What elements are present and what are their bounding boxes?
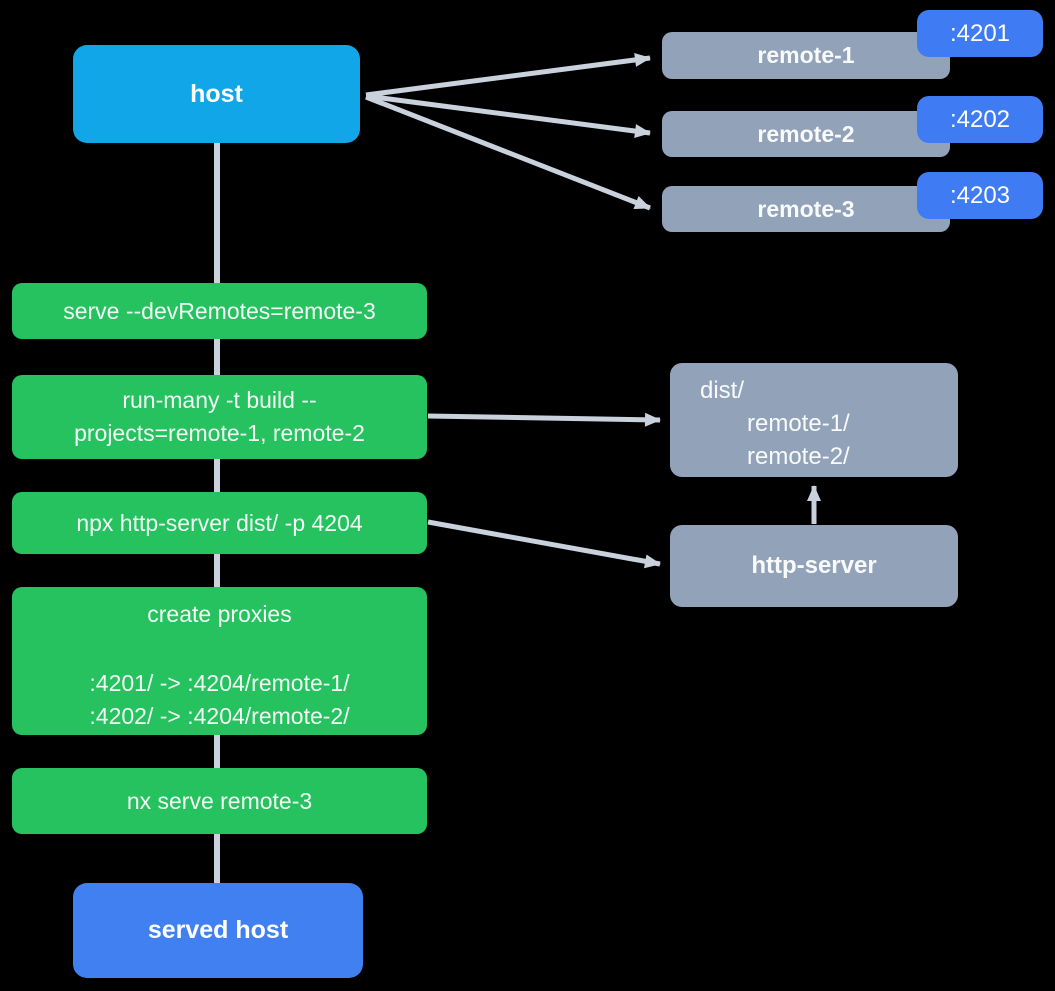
step-npx-http-server: npx http-server dist/ -p 4204 [12, 492, 427, 554]
remote-3-node: remote-3 [662, 186, 950, 232]
step-run-many-build: run-many -t build -- projects=remote-1, … [12, 375, 427, 459]
port-4203-label: :4203 [949, 181, 1011, 209]
http-server-label: http-server [751, 552, 877, 579]
arrow-host-to-remote-2 [365, 93, 651, 139]
served-host-node: served host [73, 883, 363, 978]
dist-remote-2-label: remote-2/ [747, 443, 850, 470]
http-server-node: http-server [670, 525, 958, 607]
arrow-run-many-to-dist [427, 412, 661, 427]
dist-root-label: dist/ [700, 377, 745, 404]
step-serve-label: serve --devRemotes=remote-3 [63, 297, 376, 324]
host-node: host [73, 45, 360, 143]
proxy-rule-1: :4201/ -> :4204/remote-1/ [89, 670, 350, 696]
port-badge-4203: :4203 [917, 172, 1043, 219]
port-4202-label: :4202 [949, 105, 1011, 133]
host-label: host [190, 79, 243, 108]
step-run-many-line2: projects=remote-1, remote-2 [74, 420, 365, 446]
step-run-many-line1: run-many -t build -- [122, 387, 317, 413]
create-proxies-title: create proxies [147, 601, 292, 627]
step-serve-dev-remotes: serve --devRemotes=remote-3 [12, 283, 427, 339]
port-4201-label: :4201 [949, 19, 1011, 47]
served-host-label: served host [147, 916, 289, 944]
dist-folder-node: dist/ remote-1/ remote-2/ [670, 363, 958, 477]
arrow-host-to-remote-1 [365, 52, 651, 98]
port-badge-4202: :4202 [917, 96, 1043, 143]
remote-3-label: remote-3 [757, 195, 855, 222]
step-npx-label: npx http-server dist/ -p 4204 [76, 509, 363, 536]
remote-1-node: remote-1 [662, 32, 950, 79]
remote-2-label: remote-2 [757, 120, 855, 147]
arrow-npx-to-http-server [427, 519, 661, 569]
port-badge-4201: :4201 [917, 10, 1043, 57]
dist-remote-1-label: remote-1/ [747, 410, 850, 437]
remote-1-label: remote-1 [757, 42, 855, 68]
step-nx-serve-remote-3: nx serve remote-3 [12, 768, 427, 834]
step-create-proxies: create proxies :4201/ -> :4204/remote-1/… [12, 587, 427, 735]
proxy-rule-2: :4202/ -> :4204/remote-2/ [89, 703, 350, 729]
arrow-host-to-remote-3 [365, 94, 651, 211]
remote-2-node: remote-2 [662, 111, 950, 157]
step-nx-serve-label: nx serve remote-3 [126, 787, 313, 814]
